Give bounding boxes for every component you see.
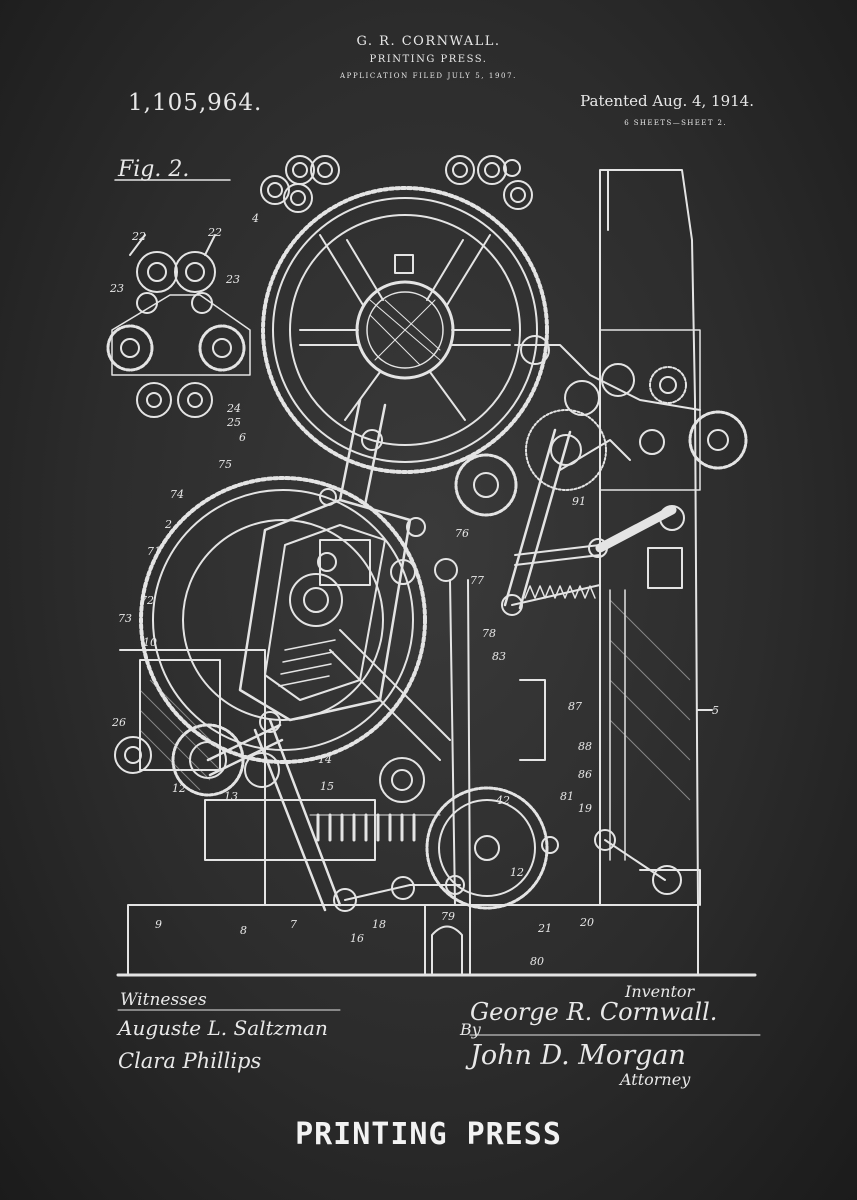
ref-numeral: 26 [111, 716, 126, 729]
figure-label: Fig. 2. [117, 157, 189, 182]
ref-numeral: 9 [155, 918, 162, 931]
ref-numeral: 12 [510, 866, 524, 879]
ref-numeral: 23 [109, 282, 124, 295]
ref-numeral: 16 [350, 932, 364, 945]
ref-numeral: 24 [226, 402, 241, 415]
witnesses-label: Witnesses [120, 990, 207, 1010]
ref-numeral: 81 [560, 790, 574, 803]
application-filed-date: APPLICATION FILED JULY 5, 1907. [340, 72, 517, 80]
poster-title: PRINTING PRESS [295, 1117, 562, 1152]
ref-numeral: 14 [318, 753, 332, 766]
ref-numeral: 72 [140, 594, 154, 607]
ref-numeral: 86 [578, 768, 592, 781]
ref-numeral: 79 [441, 910, 455, 923]
ref-numeral: 76 [455, 527, 469, 540]
ref-numeral: 78 [482, 627, 496, 640]
ref-numeral: 23 [225, 273, 240, 286]
ref-numeral: 75 [218, 458, 232, 471]
patent-subject: PRINTING PRESS. [369, 54, 488, 65]
ref-numeral: 42 [495, 794, 510, 807]
ref-numeral: 83 [492, 650, 506, 663]
by-label: By [459, 1020, 482, 1039]
ref-numeral: 6 [239, 431, 246, 444]
patent-date: Patented Aug. 4, 1914. [580, 92, 754, 110]
ref-numeral: 5 [712, 704, 719, 717]
attorney-signature: John D. Morgan [465, 1040, 686, 1071]
ref-numeral: 8 [240, 924, 247, 937]
ref-numeral: 21 [537, 922, 552, 935]
ref-numeral: 91 [572, 495, 586, 508]
sheet-info: 6 SHEETS—SHEET 2. [624, 119, 727, 127]
ref-numeral: 80 [530, 955, 544, 968]
ref-numeral: 4 [251, 212, 259, 225]
ref-numeral: 73 [118, 612, 132, 625]
ref-numeral: 7 [290, 918, 297, 931]
inventor-name: G. R. CORNWALL. [356, 34, 501, 49]
attorney-label: Attorney [618, 1070, 691, 1089]
ref-numeral: 71 [147, 545, 161, 558]
ref-numeral: 10 [143, 636, 157, 649]
inventor-signature: George R. Cornwall. [470, 998, 717, 1026]
ref-numeral: 18 [372, 918, 386, 931]
ref-numeral: 87 [568, 700, 582, 713]
ref-numeral: 12 [172, 782, 186, 795]
witness-2-signature: Clara Phillips [118, 1049, 262, 1073]
ref-numeral: 15 [320, 780, 334, 793]
ref-numeral: 2 [164, 518, 172, 531]
ref-numeral: 13 [224, 790, 238, 803]
ref-numeral: 22 [207, 226, 222, 239]
ref-numeral: 88 [578, 740, 592, 753]
witness-1-signature: Auguste L. Saltzman [116, 1016, 328, 1040]
ref-numeral: 77 [470, 574, 484, 587]
ref-numeral: 25 [226, 416, 241, 429]
ref-numeral: 20 [579, 916, 594, 929]
ref-numeral: 19 [578, 802, 592, 815]
ref-numeral: 22 [131, 230, 146, 243]
patent-number: 1,105,964. [128, 90, 263, 116]
ref-numeral: 74 [170, 488, 184, 501]
inventor-label: Inventor [624, 982, 696, 1001]
